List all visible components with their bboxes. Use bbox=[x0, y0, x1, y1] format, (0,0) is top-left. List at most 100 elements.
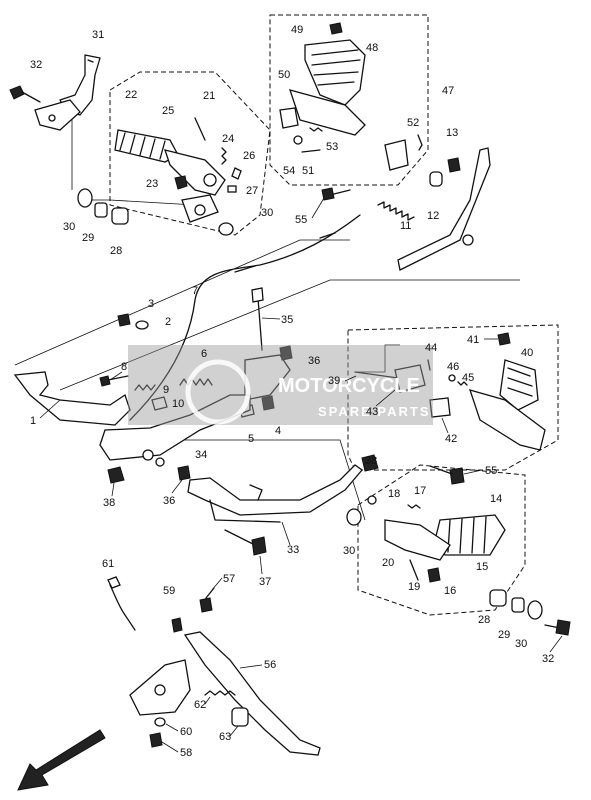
part-45-spring bbox=[457, 381, 468, 386]
part-41-bolt bbox=[497, 332, 511, 346]
part-29-collar-left bbox=[94, 202, 108, 218]
part-48-footrest-rubber bbox=[304, 39, 366, 106]
part-1-frame bbox=[13, 371, 131, 426]
part-53-spring bbox=[309, 127, 323, 132]
part-56-sidestand bbox=[183, 631, 321, 756]
callout-36: 36 bbox=[308, 355, 320, 367]
callout-35: 35 bbox=[281, 314, 293, 326]
part-21-plate-hole bbox=[194, 204, 206, 216]
callout-49: 49 bbox=[291, 24, 303, 36]
leader-frame-right bbox=[160, 439, 366, 521]
leader-30-box21 bbox=[85, 199, 196, 206]
callout-16: 16 bbox=[444, 585, 456, 597]
callout-22: 22 bbox=[125, 89, 137, 101]
callout-38b: 38 bbox=[103, 497, 115, 509]
part-8-bolt bbox=[99, 375, 111, 387]
leader-38 bbox=[111, 482, 115, 497]
part-30-washer-right-upper bbox=[346, 508, 362, 526]
part-50-plate bbox=[279, 107, 299, 129]
callout-58: 58 bbox=[180, 747, 192, 759]
callout-28b: 28 bbox=[478, 614, 490, 626]
callout-7: 7 bbox=[192, 285, 198, 297]
callout-36b: 36 bbox=[163, 495, 175, 507]
part-52-bracket bbox=[384, 139, 409, 171]
part-3-nut bbox=[117, 313, 131, 327]
leader-32b bbox=[549, 635, 563, 653]
part-sidestand-hole bbox=[154, 684, 166, 696]
callout-62: 62 bbox=[194, 699, 206, 711]
watermark-logo bbox=[185, 359, 251, 425]
part-29-collar-right bbox=[511, 597, 525, 613]
part-42-plate bbox=[429, 397, 451, 418]
part-43-pin bbox=[354, 371, 399, 379]
callout-23: 23 bbox=[146, 178, 158, 190]
part-60-washer bbox=[154, 717, 166, 727]
part-35-rod bbox=[257, 297, 263, 351]
part-61-end bbox=[107, 576, 121, 589]
leader-33 bbox=[281, 521, 291, 546]
part-49-bolt bbox=[329, 22, 343, 35]
callout-11: 11 bbox=[400, 220, 411, 232]
part-14-footrest-body bbox=[384, 519, 451, 561]
leader-42 bbox=[441, 417, 449, 434]
watermark-subtitle: SPARE PARTS bbox=[318, 404, 431, 419]
group-box-39-45 bbox=[347, 324, 559, 471]
leader-57 bbox=[211, 577, 223, 591]
watermark-band bbox=[128, 345, 433, 425]
callout-32b: 32 bbox=[542, 653, 554, 665]
leader-8 bbox=[109, 371, 123, 381]
callout-15: 15 bbox=[476, 561, 488, 573]
leader-62 bbox=[204, 696, 211, 705]
callout-3: 3 bbox=[148, 298, 154, 310]
part-33-arm bbox=[209, 484, 281, 523]
leader-36b bbox=[171, 479, 183, 494]
callout-43: 43 bbox=[366, 406, 378, 418]
part-55-bolt-lower bbox=[449, 467, 465, 485]
leader-55b bbox=[463, 469, 483, 475]
callout-55: 55 bbox=[295, 214, 307, 226]
callout-29: 29 bbox=[82, 232, 94, 244]
group-box-21 bbox=[109, 71, 271, 236]
leader-37 bbox=[259, 555, 263, 575]
callout-1: 1 bbox=[30, 415, 36, 427]
callout-20: 20 bbox=[382, 557, 394, 569]
part-16-bolt bbox=[427, 567, 441, 583]
callout-53: 53 bbox=[326, 141, 338, 153]
part-21-footrest-body bbox=[164, 149, 226, 196]
callout-9: 9 bbox=[163, 384, 169, 396]
callout-4: 4 bbox=[275, 425, 281, 437]
callout-21: 21 bbox=[203, 90, 215, 102]
part-52-clip bbox=[417, 134, 423, 151]
part-55-shank-lower bbox=[429, 465, 453, 475]
part-32-shank-top bbox=[21, 91, 41, 103]
callout-30d: 30 bbox=[343, 545, 355, 557]
callout-8: 8 bbox=[121, 361, 127, 373]
part-63-bush bbox=[231, 707, 249, 727]
callout-40: 40 bbox=[521, 347, 533, 359]
callout-12: 12 bbox=[427, 210, 439, 222]
callout-30b: 30 bbox=[261, 207, 273, 219]
part-62-spring bbox=[204, 690, 236, 696]
part-23-bolt bbox=[174, 175, 188, 190]
part-19-pin bbox=[409, 559, 419, 581]
part-2-washer bbox=[135, 320, 149, 330]
part-34-mount-left bbox=[142, 449, 154, 461]
part-35-head bbox=[251, 287, 264, 303]
callout-41: 41 bbox=[467, 334, 479, 346]
callout-33: 33 bbox=[287, 544, 299, 556]
callout-labels: 1 2 3 4 5 6 7 8 9 10 11 12 13 14 15 16 1… bbox=[30, 24, 554, 759]
part-28-bush-right bbox=[489, 589, 507, 607]
callout-59: 59 bbox=[163, 585, 175, 597]
callout-34: 34 bbox=[195, 449, 207, 461]
callout-60: 60 bbox=[180, 726, 192, 738]
callout-52: 52 bbox=[407, 117, 419, 129]
part-24-spring bbox=[221, 147, 227, 165]
callout-leaders bbox=[39, 197, 563, 753]
part-6-spring bbox=[179, 378, 213, 386]
part-15-ribs bbox=[447, 516, 487, 554]
part-13-nut bbox=[447, 157, 461, 173]
part-34-mount-mid bbox=[155, 457, 165, 467]
part-44-pin bbox=[427, 359, 431, 371]
callout-51: 51 bbox=[302, 165, 314, 177]
callout-26: 26 bbox=[243, 150, 255, 162]
